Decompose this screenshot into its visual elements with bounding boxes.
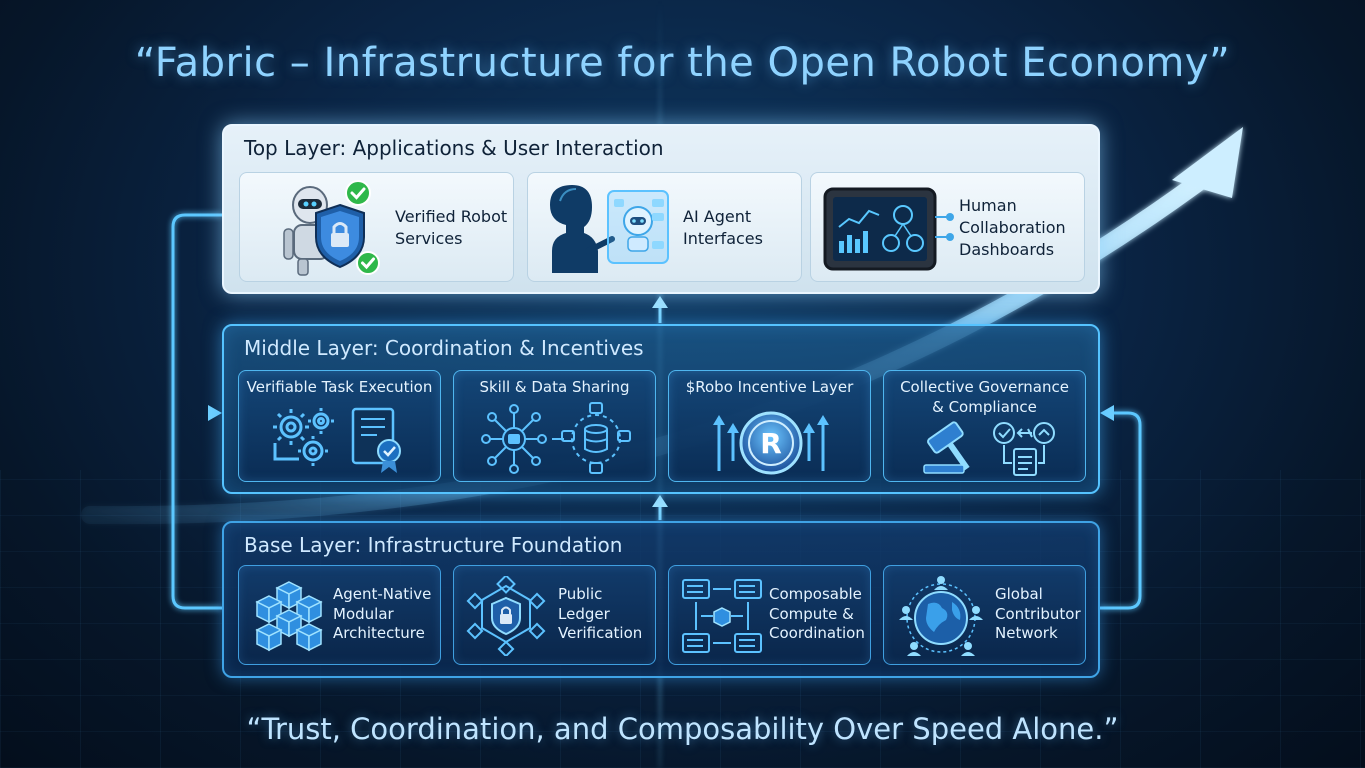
tagline: “Trust, Coordination, and Composability …: [246, 712, 1119, 746]
card-label-composable-compute-coordination: Composable Compute & Coordination: [769, 585, 865, 642]
card-ai-agent-interfaces: AI Agent Interfaces: [527, 172, 802, 282]
card-verifiable-task-execution: Verifiable Task Execution: [238, 370, 441, 482]
page-title: “Fabric – Infrastructure for the Open Ro…: [134, 40, 1231, 86]
base-to-mid-arrowhead: [652, 495, 668, 507]
network-database-icon: [481, 402, 631, 474]
card-human-collaboration-dashboards: Human Collaboration Dashboards: [810, 172, 1085, 282]
middle-layer-title: Middle Layer: Coordination & Incentives: [244, 336, 644, 360]
compute-servers-icon: [682, 579, 762, 653]
card-public-ledger-verification: Public Ledger Verification: [453, 565, 656, 665]
mid-to-top-arrowhead: [652, 296, 668, 308]
card-label-public-ledger-verification: Public Ledger Verification: [558, 585, 643, 642]
card-label-robo-incentive-layer: $Robo Incentive Layer: [685, 378, 854, 396]
card-label-agent-native-modular-architecture: Agent-Native Modular Architecture: [333, 585, 432, 642]
robo-coin-icon: R: [713, 411, 829, 475]
gears-certificate-icon: [273, 407, 401, 473]
middle-layer-panel: Middle Layer: Coordination & Incentives …: [222, 324, 1100, 494]
card-agent-native-modular-architecture: Agent-Native Modular Architecture: [238, 565, 441, 665]
card-verified-robot-services: Verified Robot Services: [239, 172, 514, 282]
card-collective-governance: Collective Governance & Compliance: [883, 370, 1086, 482]
tablet-dashboard-icon: [823, 187, 954, 271]
human-ai-interface-icon: [550, 185, 669, 273]
card-label-verifiable-task-execution: Verifiable Task Execution: [246, 378, 433, 396]
card-label-human-collaboration-dashboards: Human Collaboration Dashboards: [959, 196, 1066, 259]
robo-coin-letter: R: [760, 427, 782, 460]
base-layer-title: Base Layer: Infrastructure Foundation: [244, 533, 623, 557]
right-loop-connector: [1100, 411, 1142, 610]
left-middle-arrowhead: [208, 405, 222, 421]
right-middle-arrowhead: [1100, 405, 1114, 421]
globe-network-icon: [899, 576, 983, 656]
card-composable-compute-coordination: Composable Compute & Coordination: [668, 565, 871, 665]
robot-shield-icon: [283, 180, 380, 276]
card-robo-incentive-layer: $Robo Incentive Layer R: [668, 370, 871, 482]
growth-arrow-head: [1172, 127, 1243, 198]
card-label-verified-robot-services: Verified Robot Services: [395, 207, 508, 248]
card-global-contributor-network: Global Contributor Network: [883, 565, 1086, 665]
card-label-collective-governance: Collective Governance & Compliance: [900, 378, 1069, 416]
modular-cubes-icon: [255, 581, 323, 652]
ledger-lock-icon: [466, 576, 546, 656]
card-label-ai-agent-interfaces: AI Agent Interfaces: [683, 207, 763, 248]
card-label-global-contributor-network: Global Contributor Network: [995, 585, 1081, 642]
top-layer-title: Top Layer: Applications & User Interacti…: [244, 136, 664, 160]
card-skill-data-sharing: Skill & Data Sharing: [453, 370, 656, 482]
base-layer-panel: Base Layer: Infrastructure Foundation Ag…: [222, 521, 1100, 678]
top-layer-panel: Top Layer: Applications & User Interacti…: [222, 124, 1100, 294]
gavel-compliance-icon: [923, 421, 1055, 476]
card-label-skill-data-sharing: Skill & Data Sharing: [479, 378, 630, 396]
